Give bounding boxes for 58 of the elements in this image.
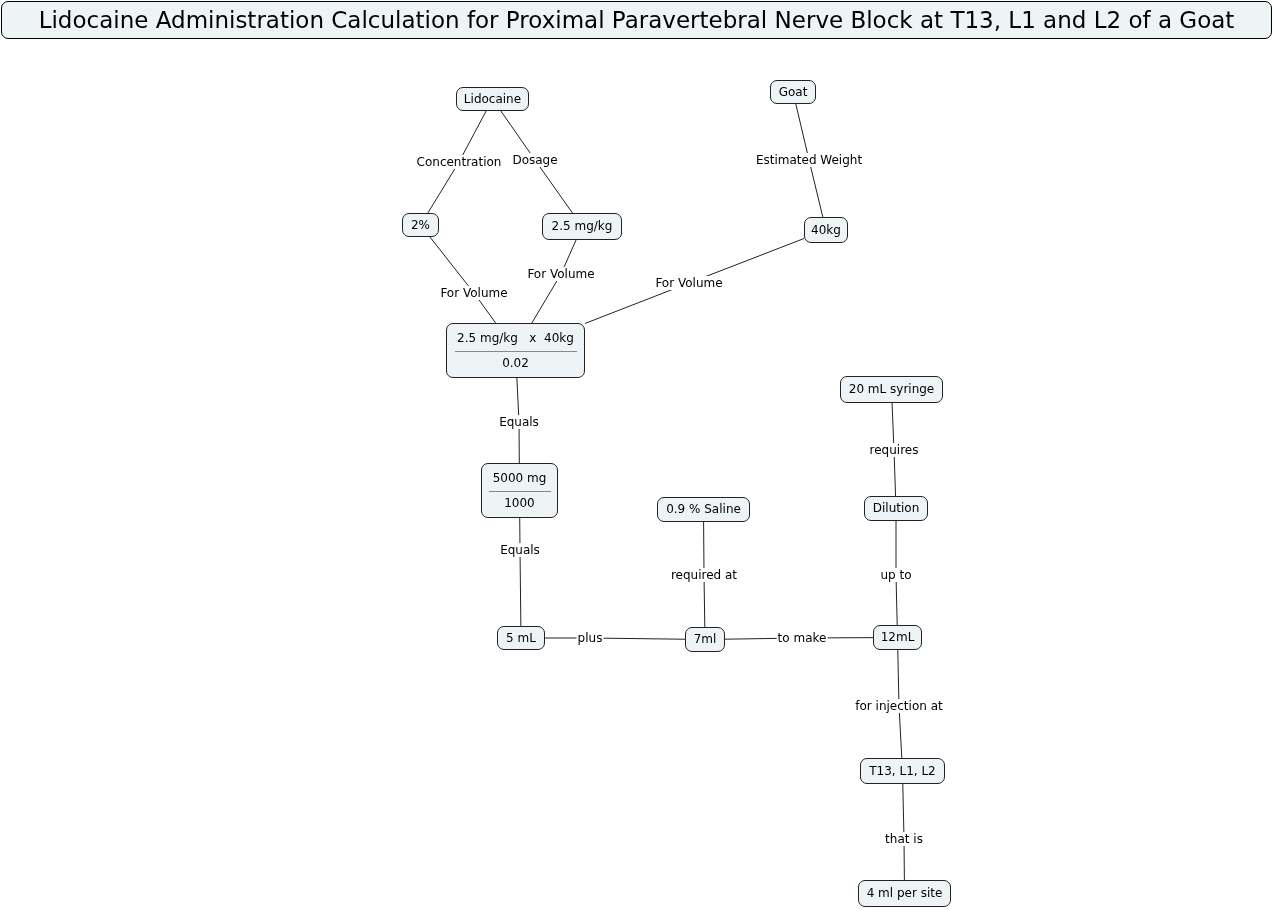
connector-line (519, 517, 522, 627)
concept-box (481, 463, 558, 518)
concept-box (858, 880, 951, 907)
connector-line (427, 110, 487, 214)
concept-box (804, 217, 848, 243)
edge-label: that is (884, 832, 924, 846)
edge-label: for injection at (854, 699, 944, 713)
edge-label: up to (879, 568, 913, 582)
concept-box (402, 213, 439, 237)
node-label: 40kg (811, 222, 841, 238)
node-label: 2.5 mg/kg (551, 219, 613, 234)
denominator-text: 1000 (488, 490, 551, 511)
edge-label: Dosage (511, 153, 559, 167)
node-label: 7ml (693, 632, 717, 647)
connector-line (902, 783, 905, 881)
edge-label: to make (776, 631, 828, 645)
edge-label: plus (576, 631, 604, 645)
edge-label: For Volume (439, 286, 509, 300)
concept-box (456, 87, 529, 111)
node-label: Lidocaine (463, 91, 522, 107)
node-label: 4 ml per site (866, 886, 943, 901)
edge-label: For Volume (654, 276, 724, 290)
numerator-text: 2.5 mg/kg x 40kg (457, 330, 574, 346)
concept-box (685, 627, 725, 652)
title-banner: Lidocaine Administration Calculation for Proximal Paravertebral Nerve Block at T13, L1 and L2 of a Goat (1, 1, 1272, 39)
edge-label: Concentration (415, 155, 503, 169)
connector-line (516, 377, 520, 464)
denominator-text: 0.02 (454, 350, 577, 371)
connector-line (500, 110, 573, 214)
node-label: 0.9 % Saline (666, 502, 741, 517)
connector-line (897, 649, 903, 759)
concept-box (497, 626, 545, 650)
edge-label: Equals (498, 415, 540, 429)
connector-line (895, 520, 898, 626)
connector-line (795, 103, 824, 218)
concept-box (770, 80, 816, 104)
concept-box (542, 213, 622, 240)
connector-line (891, 402, 897, 497)
node-label: 5 mL (506, 630, 536, 646)
concept-box (864, 496, 928, 521)
edge-label: Estimated Weight (754, 153, 864, 167)
concept-box (873, 625, 922, 650)
edge-label: For Volume (526, 267, 596, 281)
node-label: Dilution (872, 501, 920, 516)
concept-box (840, 376, 943, 403)
node-label: 2% (410, 217, 430, 233)
numerator-text: 5000 mg (492, 470, 547, 486)
node-label: Goat (778, 84, 808, 100)
concept-box (446, 323, 585, 378)
concept-box (657, 497, 750, 522)
edge-label: requires (868, 443, 920, 457)
node-label: 12mL (880, 630, 915, 645)
node-label: T13, L1, L2 (869, 763, 936, 779)
edge-label: required at (669, 568, 739, 582)
connector-line (703, 521, 706, 628)
node-label: 20 mL syringe (848, 382, 935, 397)
concept-box (860, 758, 945, 784)
edge-label: Equals (499, 543, 541, 557)
